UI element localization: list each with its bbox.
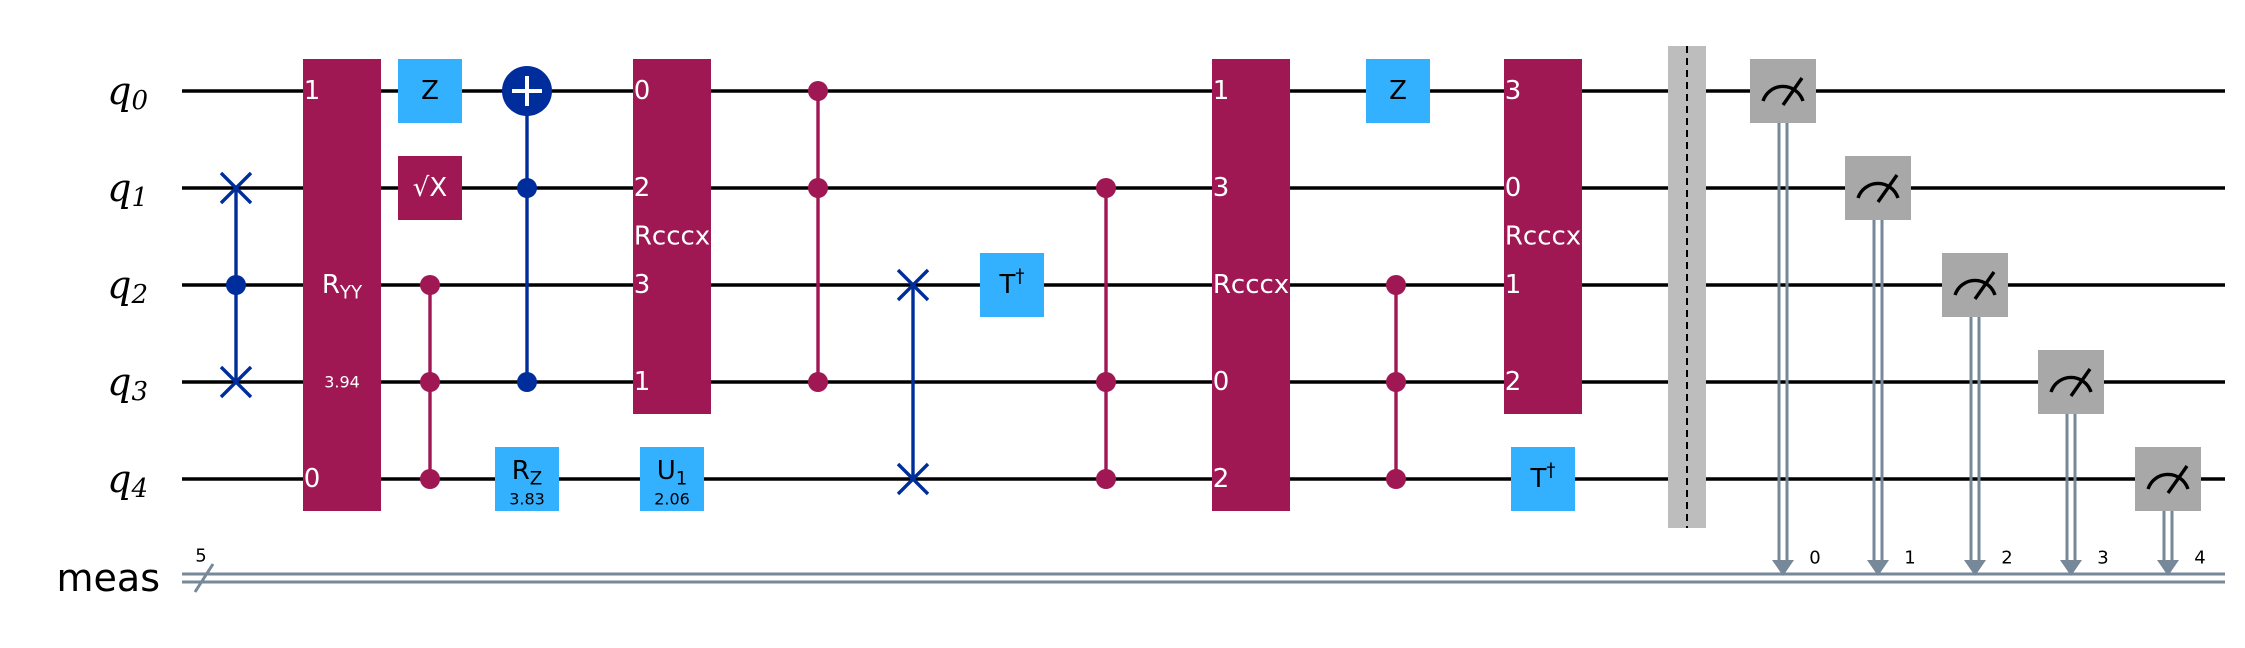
measure-arrow bbox=[2157, 560, 2179, 576]
measure-arrow bbox=[1964, 560, 1986, 576]
single-qubit-gate bbox=[640, 447, 704, 511]
meter-icon bbox=[1856, 181, 1900, 199]
gate-pin-label: 2 bbox=[634, 173, 651, 203]
meter-icon bbox=[2146, 472, 2190, 490]
swap-control-dot bbox=[226, 275, 246, 295]
gate-param: 3.83 bbox=[509, 490, 545, 509]
gates-layer: 10RYY3.94Z√XRZ3.830231RcccxU12.06T†1302R… bbox=[219, 46, 2201, 528]
cz-dot bbox=[420, 469, 440, 489]
meter-needle bbox=[1876, 174, 1899, 203]
gate-pin-label: 3 bbox=[1213, 173, 1230, 203]
meter-needle bbox=[2069, 368, 2092, 397]
measure-gate bbox=[1750, 59, 1816, 123]
gate-param: 3.94 bbox=[324, 373, 360, 392]
gate-name: RZ bbox=[512, 456, 543, 489]
meter-icon bbox=[2049, 375, 2093, 393]
gate-pin-label: 1 bbox=[1505, 270, 1522, 300]
qubit-label: q3 bbox=[107, 360, 148, 407]
gate-name: Rcccx bbox=[1213, 270, 1289, 300]
multi-qubit-gate bbox=[1212, 59, 1290, 511]
gate-name: T† bbox=[999, 265, 1025, 300]
meter-needle bbox=[1973, 271, 1996, 300]
cz-dot bbox=[1096, 372, 1116, 392]
single-qubit-gate bbox=[398, 156, 462, 220]
gate-name: Z bbox=[1389, 76, 1407, 106]
swap-cross bbox=[219, 365, 253, 399]
measure-bit-label: 0 bbox=[1809, 548, 1820, 569]
measure-bit-label: 1 bbox=[1904, 548, 1915, 569]
multi-qubit-gate bbox=[633, 59, 711, 414]
measure-gate bbox=[2038, 350, 2104, 414]
single-qubit-gate bbox=[980, 253, 1044, 317]
gate-pin-label: 2 bbox=[1213, 464, 1230, 494]
meter-icon bbox=[1761, 84, 1805, 102]
cz-dot bbox=[420, 372, 440, 392]
gate-name: Rcccx bbox=[1505, 222, 1581, 252]
gate-name: Rcccx bbox=[634, 222, 710, 252]
single-qubit-gate bbox=[1511, 447, 1575, 511]
creg-size: 5 bbox=[195, 546, 206, 567]
labels-layer: q0 q1 q2 q3 q4 meas 5 0 1 2 3 4 bbox=[57, 69, 2206, 600]
creg-bundle-slash bbox=[193, 563, 215, 593]
measure-gate bbox=[1845, 156, 1911, 220]
meter-icon bbox=[1953, 278, 1997, 296]
gate-param: 2.06 bbox=[654, 490, 690, 509]
cz-dot bbox=[808, 81, 828, 101]
cz-dot bbox=[1386, 275, 1406, 295]
swap-cross bbox=[896, 462, 930, 496]
gate-pin-label: 3 bbox=[634, 270, 651, 300]
measure-arrow bbox=[1867, 560, 1889, 576]
measure-bit-label: 2 bbox=[2001, 548, 2012, 569]
measure-gate bbox=[1942, 253, 2008, 317]
gate-name: T† bbox=[1530, 459, 1556, 494]
cx-control-dot bbox=[517, 178, 537, 198]
gate-pin-label: 1 bbox=[634, 367, 651, 397]
qubit-label: q1 bbox=[107, 166, 148, 213]
qubit-label: q0 bbox=[107, 69, 148, 116]
measure-bit-label: 3 bbox=[2097, 548, 2108, 569]
gate-name: U1 bbox=[657, 456, 688, 489]
gate-name: RYY bbox=[322, 270, 363, 303]
measure-arrow bbox=[1772, 560, 1794, 576]
cz-dot bbox=[1096, 469, 1116, 489]
wires-layer bbox=[182, 89, 2225, 593]
gate-pin-label: 0 bbox=[634, 76, 651, 106]
cz-dot bbox=[808, 178, 828, 198]
creg-label: meas bbox=[57, 556, 160, 600]
gate-name: √X bbox=[413, 173, 447, 203]
measure-gate bbox=[2135, 447, 2201, 511]
cz-dot bbox=[420, 275, 440, 295]
single-qubit-gate bbox=[1366, 59, 1430, 123]
gate-name: Z bbox=[421, 76, 439, 106]
single-qubit-gate bbox=[398, 59, 462, 123]
gate-pin-label: 0 bbox=[304, 464, 321, 494]
multi-qubit-gate bbox=[303, 59, 381, 511]
cx-control-dot bbox=[517, 372, 537, 392]
gate-pin-label: 3 bbox=[1505, 76, 1522, 106]
cz-dot bbox=[1096, 178, 1116, 198]
measure-arrow bbox=[2060, 560, 2082, 576]
gate-pin-label: 1 bbox=[304, 76, 321, 106]
qubit-label: q4 bbox=[107, 457, 148, 504]
qubit-label: q2 bbox=[107, 263, 148, 310]
gate-pin-label: 1 bbox=[1213, 76, 1230, 106]
gate-pin-label: 0 bbox=[1213, 367, 1230, 397]
measure-bit-label: 4 bbox=[2194, 548, 2205, 569]
multi-qubit-gate bbox=[1504, 59, 1582, 414]
gate-pin-label: 2 bbox=[1505, 367, 1522, 397]
cz-dot bbox=[808, 372, 828, 392]
meter-needle bbox=[1781, 77, 1804, 106]
gate-pin-label: 0 bbox=[1505, 173, 1522, 203]
swap-cross bbox=[219, 171, 253, 205]
swap-cross bbox=[896, 268, 930, 302]
cz-dot bbox=[1386, 469, 1406, 489]
single-qubit-gate bbox=[495, 447, 559, 511]
cz-dot bbox=[1386, 372, 1406, 392]
meter-needle bbox=[2166, 465, 2189, 494]
